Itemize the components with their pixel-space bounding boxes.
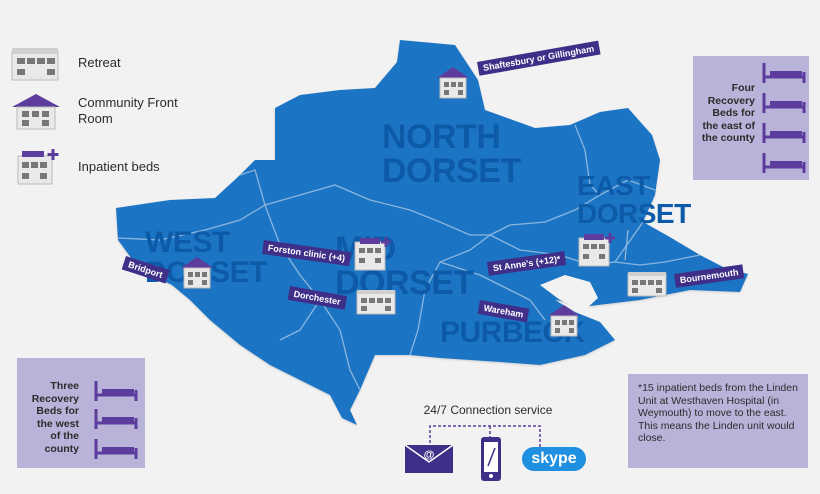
inpatient-building-icon — [354, 237, 391, 271]
bed-icon — [762, 93, 806, 113]
bed-icon — [762, 153, 806, 173]
svg-text:@: @ — [424, 449, 435, 461]
poole-harbour — [540, 275, 598, 310]
legend-item-community: Community Front Room — [10, 92, 198, 130]
bed-icon — [762, 63, 806, 83]
bed-icon — [94, 439, 138, 459]
community-house-icon — [12, 94, 60, 130]
bed-icon — [762, 123, 806, 143]
retreat-building-icon — [627, 272, 667, 297]
legend-label-community: Community Front Room — [78, 95, 178, 126]
retreat-building-icon — [11, 48, 59, 81]
legend-item-inpatient: Inpatient beds — [10, 148, 160, 186]
inpatient-building-icon — [17, 149, 59, 185]
community-house-icon — [437, 67, 469, 99]
connection-title: 24/7 Connection service — [423, 403, 553, 417]
inpatient-building-icon — [578, 233, 615, 267]
legend-label-inpatient: Inpatient beds — [78, 159, 160, 174]
legend-item-retreat: Retreat — [10, 44, 121, 82]
note-box: *15 inpatient beds from the Linden Unit … — [628, 374, 808, 468]
note-text: *15 inpatient beds from the Linden Unit … — [638, 382, 798, 444]
bed-icon — [94, 381, 138, 401]
phone-icon — [481, 437, 501, 481]
bed-icon — [94, 409, 138, 429]
county-outline — [116, 40, 748, 425]
legend-label-retreat: Retreat — [78, 55, 121, 70]
skype-icon: skype — [522, 447, 586, 471]
email-icon: @ — [404, 444, 454, 473]
community-house-icon — [181, 257, 213, 289]
community-house-icon — [548, 305, 580, 337]
retreat-building-icon — [356, 290, 396, 315]
